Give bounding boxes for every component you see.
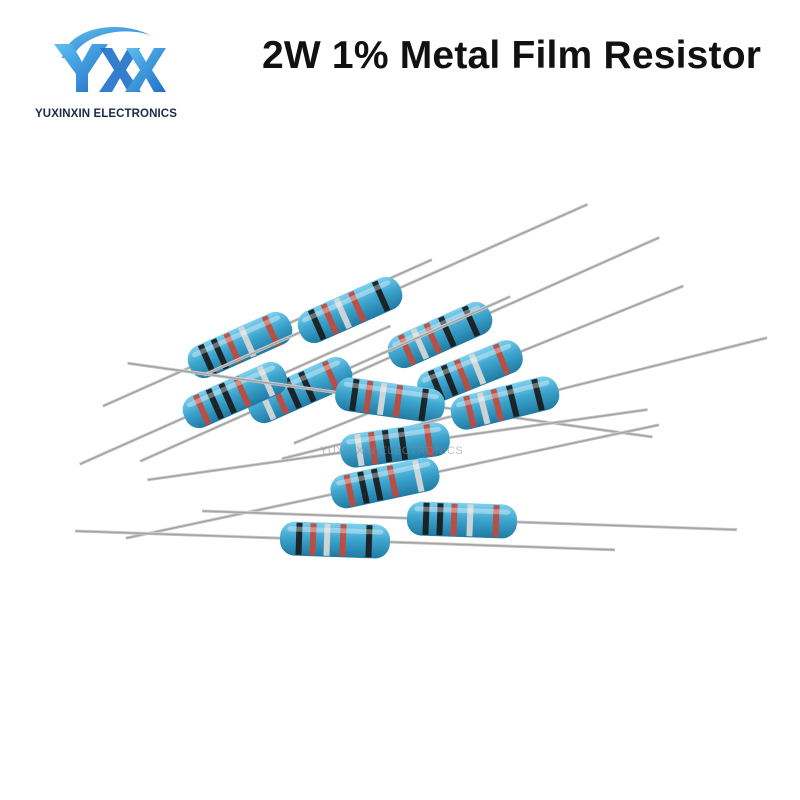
resistor-highlight [456,380,550,408]
resistor-band [411,459,425,493]
resistor-band [476,392,491,425]
resistor-band [320,303,340,335]
resistor-band [261,315,281,348]
resistor-highlight [192,315,281,358]
resistor-band [438,315,457,348]
resistor-highlight [392,305,481,348]
resistor-body [450,376,560,430]
resistor-body [187,311,293,379]
resistor-band [410,328,430,360]
resistor-band [363,380,374,414]
resistor [127,361,653,439]
resistor-band [468,353,487,385]
resistor-band [381,429,393,463]
resistor-body [335,377,445,423]
resistor-highlight [346,426,442,445]
resistor-band [427,369,446,402]
resistor-band [238,325,257,358]
resistor-band [343,474,357,507]
resistor-band [392,384,404,418]
resistor-highlight [421,343,512,383]
resistor-band [423,424,434,457]
resistor-band [492,505,500,538]
resistor-body [182,361,288,429]
resistor-body [247,356,353,424]
resistor-band [453,359,472,391]
resistor-highlight [187,365,276,408]
brand-name: YUXINXIN ELECTRONICS [35,108,177,120]
resistor-band [223,332,242,365]
resistor-band [422,502,430,535]
resistor-band [440,364,459,397]
resistor-band [298,370,317,403]
resistor-band [490,388,505,422]
resistor-band [397,333,417,366]
resistor-highlight [343,381,439,400]
resistor-band [323,523,331,556]
resistor-band [218,382,237,415]
brand-logo: YUXINXIN ELECTRONICS [14,14,198,124]
resistor-band [423,322,442,355]
resistor-band [357,471,370,504]
resistor-body [387,301,493,369]
resistor-body [330,457,440,509]
resistor [284,235,660,406]
resistor-band [376,382,388,416]
resistor-band [531,378,545,412]
resistor-band [197,343,217,376]
resistor-body [406,501,518,539]
resistor-band [436,503,444,536]
resistor-body [340,422,450,468]
resistor-band [192,393,212,426]
resistor-band [386,465,400,498]
resistor-band [418,388,429,421]
resistor-band [397,427,409,461]
resistor-highlight [287,526,384,535]
resistor-band [349,378,360,412]
resistor [75,521,615,559]
resistor-band [354,433,365,467]
resistor-band [205,388,225,420]
resistor-band [295,522,303,555]
resistor [125,423,660,540]
resistor-body [279,521,391,559]
resistor-band [466,504,474,537]
resistor-highlight [302,280,391,323]
resistor-body [417,340,523,404]
product-title: 2W 1% Metal Film Resistor [262,34,762,77]
resistor-band [309,523,317,556]
resistor-highlight [336,461,431,486]
resistor-band [370,468,384,501]
resistor [147,407,648,482]
watermark-text: YUXINXIN ELECTRONICS [320,445,464,457]
resistor-band [321,360,341,393]
resistor-band [368,431,379,465]
resistor-band [210,338,230,370]
resistor-highlight [414,506,511,515]
resistor-band [233,375,252,408]
resistor [203,202,589,377]
resistor-band [307,308,327,341]
resistor-band [461,305,481,338]
yxx-logo-icon [54,27,166,92]
resistor-body [297,276,403,344]
resistor-band [365,525,373,558]
resistor-band [333,297,352,330]
resistor [79,324,391,466]
resistor-band [463,395,477,428]
resistor-band [339,524,347,557]
resistor-band [450,503,458,536]
resistor-band [371,280,391,313]
resistor-band [348,290,367,323]
resistor-band [505,384,520,418]
resistor-band [492,343,511,376]
resistor [202,501,737,539]
